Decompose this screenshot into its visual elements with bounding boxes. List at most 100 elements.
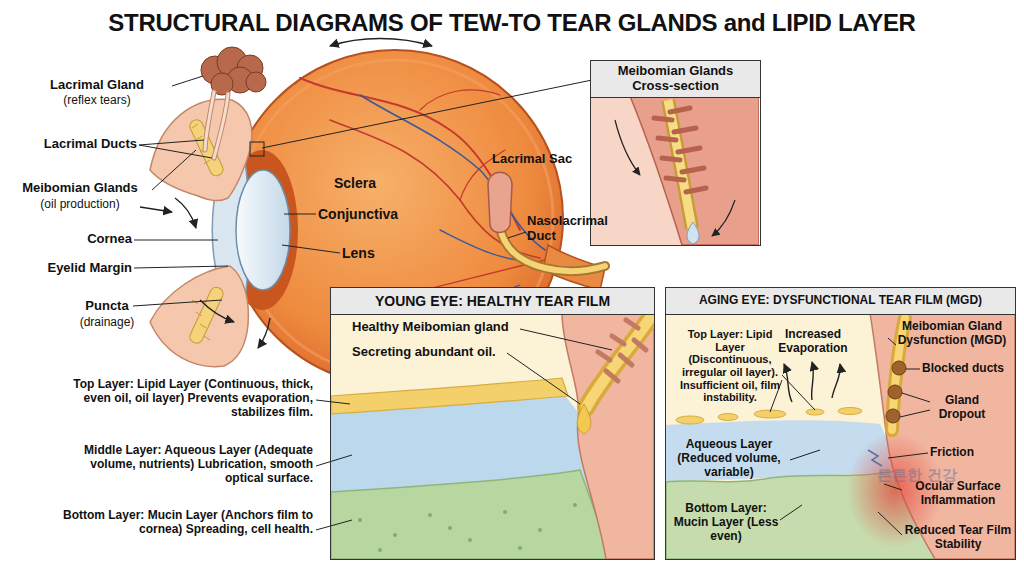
eyelid xyxy=(150,99,252,366)
gland-cross-section xyxy=(674,128,696,132)
healthy-tear-film xyxy=(378,548,382,552)
leader-line xyxy=(172,76,203,86)
part-label: Puncta xyxy=(57,299,157,314)
part-label: Secreting abundant oil. xyxy=(352,345,532,360)
leader-line xyxy=(133,300,222,306)
healthy-tear-film xyxy=(626,320,638,328)
leader-line xyxy=(902,393,930,402)
part-label: Sclera xyxy=(320,175,390,191)
leader-line xyxy=(900,410,930,417)
gland-cross-section xyxy=(670,108,690,112)
leader-line xyxy=(888,453,928,458)
gland-cross-section xyxy=(591,96,759,245)
part-label: Aqueous Layer (Reduced volume, variable) xyxy=(668,438,790,479)
part-label: Gland Dropout xyxy=(930,394,994,422)
gland-cross-section xyxy=(630,96,759,245)
part-label: (drainage) xyxy=(57,316,157,330)
leader-line xyxy=(152,150,196,190)
panel-header: YOUNG EYE: HEALTHY TEAR FILM xyxy=(331,288,654,315)
leader-line xyxy=(520,329,612,350)
healthy-tear-film xyxy=(606,371,618,381)
flow-arrow xyxy=(258,318,270,348)
part-label: Blocked ducts xyxy=(922,362,1016,376)
leader-line xyxy=(508,232,526,238)
healthy-tear-film xyxy=(393,533,397,537)
lacrimal-duct xyxy=(205,92,214,150)
healthy-tear-film xyxy=(331,470,612,559)
lacrimal-duct xyxy=(205,92,228,158)
healthy-tear-film xyxy=(586,318,650,408)
healthy-tear-film xyxy=(634,340,646,350)
leader-line xyxy=(134,240,218,241)
healthy-tear-film xyxy=(331,313,654,559)
healthy-tear-film xyxy=(598,352,610,360)
gland-cross-section xyxy=(591,96,759,245)
healthy-tear-film xyxy=(538,528,542,532)
leader-line xyxy=(906,369,920,370)
blood-vessel xyxy=(360,95,545,250)
diagram-title: STRUCTURAL DIAGRAMS OF TEW-TO TEAR GLAND… xyxy=(0,9,1024,37)
gland-cross-section xyxy=(686,188,706,192)
healthy-tear-film xyxy=(573,503,577,507)
dysfunctional-tear-film xyxy=(832,364,840,398)
gland-cross-section xyxy=(666,178,684,180)
healthy-tear-film xyxy=(428,513,432,517)
healthy-tear-film xyxy=(358,518,362,522)
panel-box: Meibomian Glands Cross-section xyxy=(590,60,761,246)
blood-vessel xyxy=(300,78,520,230)
leader-line xyxy=(780,505,802,520)
dysfunctional-tear-film xyxy=(676,416,704,424)
healthy-tear-film xyxy=(331,313,654,559)
gland-cross-section xyxy=(687,222,699,244)
part-label: Lacrimal Ducts xyxy=(15,137,137,152)
flow-arrow xyxy=(330,39,432,47)
healthy-tear-film xyxy=(448,526,452,530)
flow-arrow xyxy=(200,300,234,322)
dysfunctional-tear-film xyxy=(812,362,814,400)
leader-line xyxy=(139,140,204,145)
leader-line xyxy=(284,214,316,215)
dysfunctional-tear-film xyxy=(666,313,1015,559)
part-label: Ocular Surface Inflammation xyxy=(902,480,1014,508)
healthy-tear-film xyxy=(331,378,568,414)
dysfunctional-tear-film xyxy=(892,361,906,375)
panel-header: Meibomian Glands Cross-section xyxy=(591,61,760,98)
part-label: Bottom Layer: Mucin Layer (Less even) xyxy=(672,502,780,543)
dysfunctional-tear-film xyxy=(666,313,1015,559)
dysfunctional-tear-film xyxy=(888,385,902,399)
part-label: Lacrimal Gland xyxy=(22,78,172,93)
lacrimal-duct xyxy=(214,94,228,158)
part-label: Cornea xyxy=(40,232,132,247)
healthy-tear-film xyxy=(468,538,472,542)
gland-cross-section xyxy=(682,168,704,172)
leader-line xyxy=(134,266,228,268)
part-label: (reflex tears) xyxy=(22,94,172,108)
eyelid xyxy=(150,266,248,367)
leader-line xyxy=(262,80,592,148)
part-label: Middle Layer: Aqueous Layer (Adequate vo… xyxy=(55,444,313,485)
lacrimal-gland xyxy=(246,72,266,92)
dysfunctional-tear-film xyxy=(676,408,862,425)
leader-line xyxy=(507,353,580,404)
flow-arrow xyxy=(175,198,196,228)
part-label: Bottom Layer: Mucin Layer (Anchors film … xyxy=(55,509,313,537)
part-label: Conjunctiva xyxy=(318,206,418,222)
part-label: Meibomian Glands xyxy=(5,181,155,196)
part-label: Healthy Meibomian gland xyxy=(352,320,532,335)
leader-line xyxy=(316,455,352,466)
part-label: Reduced Tear Film Stability xyxy=(902,524,1014,552)
leader-line xyxy=(782,375,815,410)
leader-line xyxy=(316,520,352,530)
healthy-tear-film xyxy=(598,320,646,381)
lacrimal-gland xyxy=(201,47,266,95)
healthy-tear-film xyxy=(577,404,591,434)
gland-cross-section xyxy=(654,108,706,192)
healthy-tear-film xyxy=(612,336,624,344)
part-label: (oil production) xyxy=(5,198,155,212)
panel-title: YOUNG EYE: HEALTHY TEAR FILM xyxy=(375,293,610,309)
leader-line xyxy=(878,512,902,535)
part-label: Top Layer: Lipid Layer (Discontinuous, i… xyxy=(678,328,782,404)
